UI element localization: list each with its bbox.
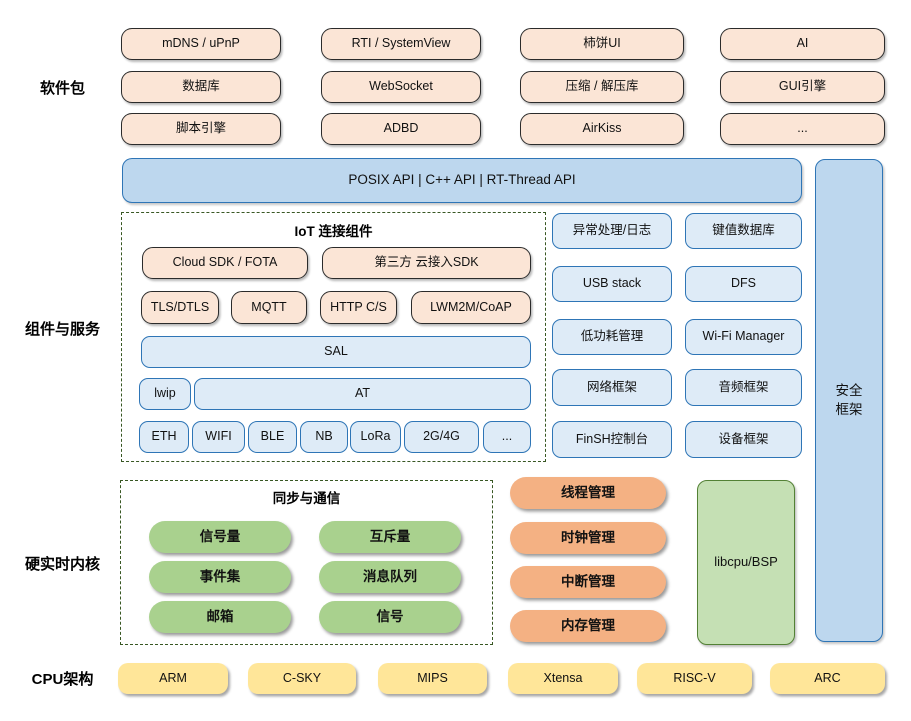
iot-pill-cloud-sdk: Cloud SDK / FOTA	[142, 247, 308, 279]
iot-box-lora: LoRa	[350, 421, 401, 453]
package-pill-rti-systemview: RTI / SystemView	[321, 28, 481, 60]
service-box-exception-log: 异常处理/日志	[552, 213, 672, 249]
service-box-network-framework: 网络框架	[552, 369, 672, 406]
sync-pill-mutex: 互斥量	[319, 521, 461, 553]
section-label-components: 组件与服务	[24, 321, 100, 338]
iot-box-wifi: WIFI	[192, 421, 245, 453]
kernel-pill-clock-mgmt: 时钟管理	[510, 522, 666, 554]
section-label-cpu: CPU架构	[31, 671, 94, 688]
sync-group-title: 同步与通信	[272, 491, 341, 506]
iot-box-at: AT	[194, 378, 531, 410]
iot-group-title: IoT 连接组件	[294, 224, 373, 239]
package-pill-compression: 压缩 / 解压库	[520, 71, 684, 103]
libcpu-bsp-box: libcpu/BSP	[697, 480, 795, 645]
service-box-dfs: DFS	[685, 266, 802, 302]
sync-pill-mailbox: 邮箱	[149, 601, 291, 633]
sync-group-box: 同步与通信 信号量 互斥量 事件集 消息队列 邮箱 信号	[120, 480, 493, 645]
sync-pill-message-queue: 消息队列	[319, 561, 461, 593]
kernel-pill-memory-mgmt: 内存管理	[510, 610, 666, 642]
iot-box-eth: ETH	[139, 421, 189, 453]
cpu-pill-xtensa: Xtensa	[508, 663, 618, 694]
cpu-pill-riscv: RISC-V	[637, 663, 752, 694]
package-pill-gui-engine: GUI引擎	[720, 71, 885, 103]
iot-box-ble: BLE	[248, 421, 297, 453]
iot-pill-http-cs: HTTP C/S	[320, 291, 397, 324]
iot-group-box: IoT 连接组件 Cloud SDK / FOTA 第三方 云接入SDK TLS…	[121, 212, 546, 462]
service-box-wifi-manager: Wi-Fi Manager	[685, 319, 802, 355]
iot-pill-thirdparty-sdk: 第三方 云接入SDK	[322, 247, 531, 279]
cpu-pill-arc: ARC	[770, 663, 885, 694]
security-framework-bar: 安全 框架	[815, 159, 883, 642]
iot-box-more: ...	[483, 421, 531, 453]
package-pill-script-engine: 脚本引擎	[121, 113, 281, 145]
service-box-audio-framework: 音频框架	[685, 369, 802, 406]
iot-pill-tls-dtls: TLS/DTLS	[141, 291, 219, 324]
api-bar: POSIX API | C++ API | RT-Thread API	[122, 158, 802, 203]
service-box-low-power: 低功耗管理	[552, 319, 672, 355]
iot-pill-mqtt: MQTT	[231, 291, 307, 324]
section-label-kernel: 硬实时内核	[24, 556, 100, 573]
sync-pill-semaphore: 信号量	[149, 521, 291, 553]
service-box-usb-stack: USB stack	[552, 266, 672, 302]
cpu-pill-arm: ARM	[118, 663, 228, 694]
cpu-pill-mips: MIPS	[378, 663, 487, 694]
package-pill-airkiss: AirKiss	[520, 113, 684, 145]
cpu-pill-csky: C-SKY	[248, 663, 356, 694]
iot-pill-lwm2m-coap: LWM2M/CoAP	[411, 291, 531, 324]
security-framework-label: 安全 框架	[835, 382, 863, 417]
sync-pill-event-set: 事件集	[149, 561, 291, 593]
package-pill-adbd: ADBD	[321, 113, 481, 145]
kernel-pill-thread-mgmt: 线程管理	[510, 477, 666, 509]
section-label-packages: 软件包	[39, 80, 85, 97]
package-pill-more: ...	[720, 113, 885, 145]
package-pill-mdns-upnp: mDNS / uPnP	[121, 28, 281, 60]
sync-pill-signal: 信号	[319, 601, 461, 633]
kernel-pill-interrupt-mgmt: 中断管理	[510, 566, 666, 598]
iot-box-lwip: lwip	[139, 378, 191, 410]
package-pill-database: 数据库	[121, 71, 281, 103]
iot-box-2g4g: 2G/4G	[404, 421, 479, 453]
iot-box-nb: NB	[300, 421, 348, 453]
package-pill-ai: AI	[720, 28, 885, 60]
package-pill-websocket: WebSocket	[321, 71, 481, 103]
service-box-finsh-console: FinSH控制台	[552, 421, 672, 458]
service-box-kv-database: 键值数据库	[685, 213, 802, 249]
iot-box-sal: SAL	[141, 336, 531, 368]
service-box-device-framework: 设备框架	[685, 421, 802, 458]
package-pill-persimmon-ui: 柿饼UI	[520, 28, 684, 60]
